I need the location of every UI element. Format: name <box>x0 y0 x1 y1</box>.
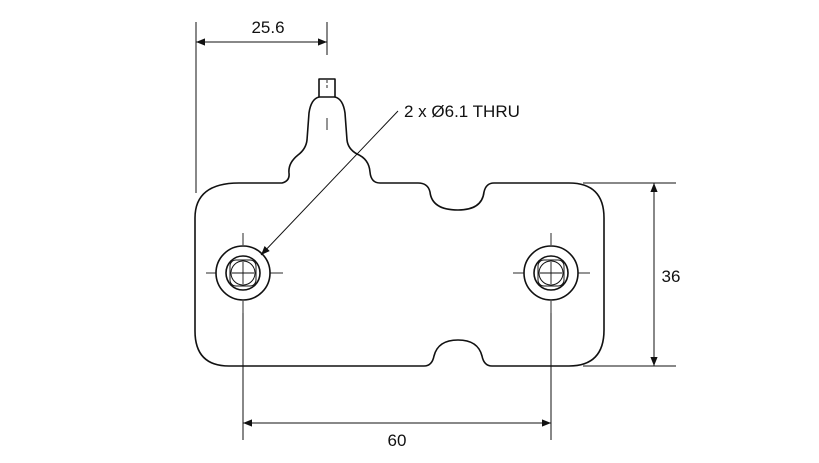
bracket-outline <box>194 96 605 367</box>
tab-stub <box>318 78 336 98</box>
dimension-top-offset: 25.6 <box>195 18 328 193</box>
dimension-label-hole-spacing: 60 <box>388 431 407 450</box>
dimension-label-top-offset: 25.6 <box>251 18 284 37</box>
left-hole <box>206 233 283 313</box>
hole-callout-label: 2 x Ø6.1 THRU <box>404 102 520 121</box>
dimension-height: 36 <box>583 182 681 367</box>
hole-callout: 2 x Ø6.1 THRU <box>260 102 520 256</box>
dimension-hole-spacing: 60 <box>242 313 552 450</box>
dimension-label-height: 36 <box>662 267 681 286</box>
right-hole <box>513 233 590 313</box>
